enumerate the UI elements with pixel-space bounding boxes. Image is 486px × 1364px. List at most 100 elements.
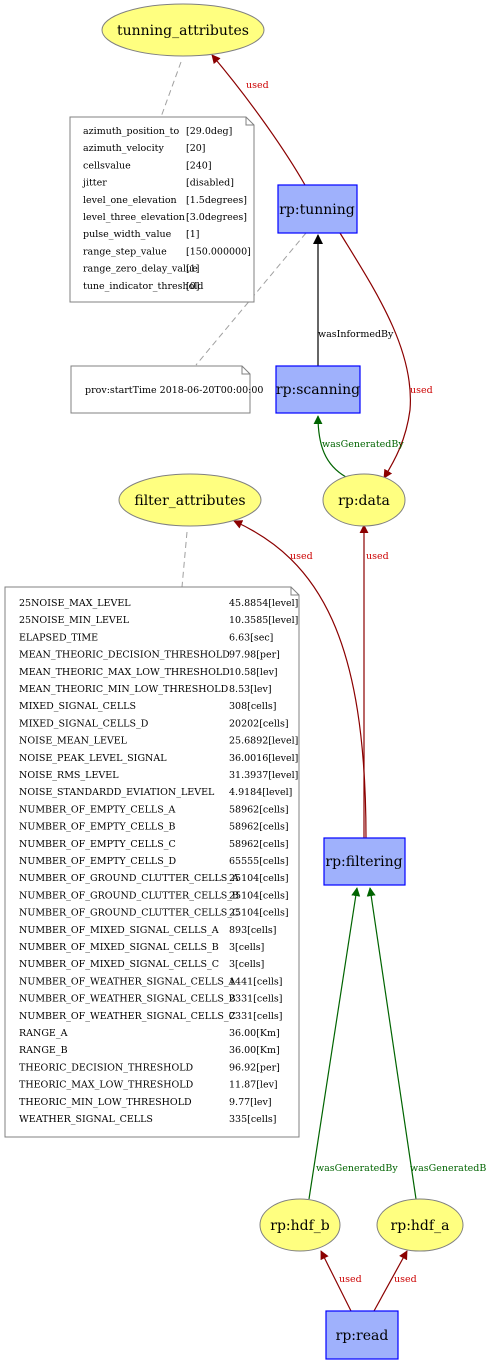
filter-attribute-key: RANGE_A [19, 1028, 68, 1039]
edge-label-used: used [410, 385, 433, 396]
filter-attribute-key: WEATHER_SIGNAL_CELLS [19, 1114, 153, 1125]
filter-attribute-value: 65555[cells] [229, 856, 289, 867]
tunning-attribute-value: [disabled] [186, 178, 234, 189]
filter-attribute-key: NUMBER_OF_MIXED_SIGNAL_CELLS_C [19, 959, 219, 970]
filter-attribute-key: THEORIC_MIN_LOW_THRESHOLD [19, 1097, 192, 1108]
filter-attribute-key: MEAN_THEORIC_MAX_LOW_THRESHOLD [19, 667, 230, 678]
entity-label: rp:hdf_a [391, 1218, 450, 1234]
tunning-attribute-key: pulse_width_value [83, 229, 172, 240]
entity-rp-data: rp:data [322, 473, 406, 527]
filter-attribute-key: NUMBER_OF_EMPTY_CELLS_D [19, 856, 176, 867]
activity-rp-read: rp:read [325, 1310, 399, 1360]
edge-hdf-a-generated-by-filtering [366, 887, 417, 1200]
filter-attribute-value: 36.00[Km] [229, 1028, 280, 1039]
filter-attribute-value: 335[cells] [229, 1114, 276, 1125]
filter-attribute-key: THEORIC_MAX_LOW_THRESHOLD [19, 1080, 194, 1091]
edge-tunning-used-data [339, 232, 412, 479]
filter-attribute-value: 308[cells] [229, 701, 276, 712]
filter-attribute-value: 58962[cells] [229, 822, 289, 833]
tunning-attribute-key: tune_indicator_threshold [83, 281, 203, 292]
filter-attribute-value: 36.0016[level] [229, 753, 298, 764]
entity-rp-hdf-a: rp:hdf_a [376, 1198, 464, 1252]
filter-attribute-key: NUMBER_OF_WEATHER_SIGNAL_CELLS_B [19, 994, 236, 1005]
filter-attribute-value: 9.77[lev] [229, 1097, 272, 1108]
activity-label: rp:read [336, 1328, 389, 1344]
entity-tunning-attributes: tunning_attributes [101, 3, 265, 57]
tunning-attribute-key: azimuth_velocity [83, 143, 164, 154]
filter-attribute-value: 45.8854[level] [229, 598, 298, 609]
entity-label: tunning_attributes [117, 23, 249, 39]
edge-read-used-hdf-a [373, 1250, 408, 1312]
start-time-text: prov:startTime 2018-06-20T00:00:00 [85, 385, 263, 396]
entity-label: rp:data [338, 493, 390, 509]
tunning-attributes-note-connector [160, 61, 182, 118]
filter-attribute-key: NOISE_RMS_LEVEL [19, 770, 119, 781]
filter-attribute-key: NUMBER_OF_EMPTY_CELLS_B [19, 822, 175, 833]
filter-attribute-key: NOISE_STANDARDD_EVIATION_LEVEL [19, 787, 215, 798]
edge-read-used-hdf-b [320, 1250, 352, 1312]
filter-attribute-key: NOISE_PEAK_LEVEL_SIGNAL [19, 753, 167, 764]
tunning-attribute-value: [29.0deg] [186, 126, 232, 137]
tunning-attribute-value: [0] [186, 281, 199, 292]
filter-attribute-value: 25104[cells] [229, 908, 289, 919]
filter-attribute-key: NUMBER_OF_EMPTY_CELLS_C [19, 839, 176, 850]
edge-tunning-used-tunning-attributes [211, 54, 306, 186]
filter-attribute-value: 96.92[per] [229, 1062, 280, 1073]
filter-attribute-value: 6.63[sec] [229, 632, 273, 643]
filter-attribute-value: 4.9184[level] [229, 787, 292, 798]
activity-label: rp:filtering [325, 854, 402, 870]
filter-attribute-value: 36.00[Km] [229, 1045, 280, 1056]
tunning-attribute-key: level_one_elevation [83, 195, 177, 206]
tunning-attribute-key: range_zero_delay_value [83, 264, 198, 275]
filter-attribute-value: 2331[cells] [229, 994, 282, 1005]
filter-attribute-key: RANGE_B [19, 1045, 68, 1056]
filter-attribute-value: 3[cells] [229, 959, 264, 970]
edge-label-was-generated-by: wasGeneratedBy [322, 439, 404, 450]
filter-attribute-key: MEAN_THEORIC_DECISION_THRESHOLD [19, 650, 230, 661]
filter-attribute-value: 8.53[lev] [229, 684, 272, 695]
edge-label-used: used [339, 1274, 362, 1285]
tunning-attribute-key: range_step_value [83, 246, 167, 257]
tunning-attribute-key: azimuth_position_to [83, 126, 179, 137]
filter-attribute-value: 20202[cells] [229, 718, 289, 729]
filter-attribute-value: 1441[cells] [229, 976, 282, 987]
filter-attribute-value: 11.87[lev] [229, 1080, 278, 1091]
edge-label-was-generated-by: wasGeneratedBy [410, 1163, 486, 1174]
filter-attribute-key: MEAN_THEORIC_MIN_LOW_THRESHOLD [19, 684, 229, 695]
filter-attribute-value: 31.3937[level] [229, 770, 298, 781]
activity-rp-tunning: rp:tunning [277, 184, 358, 234]
entity-label: rp:hdf_b [270, 1218, 330, 1234]
activity-rp-filtering: rp:filtering [323, 837, 406, 886]
tunning-attribute-value: [240] [186, 160, 212, 171]
filter-attributes-note-connector [181, 531, 188, 588]
edge-label-used: used [290, 551, 313, 562]
entity-filter-attributes: filter_attributes [118, 473, 262, 527]
activity-label: rp:tunning [279, 202, 355, 218]
filter-attribute-key: NUMBER_OF_WEATHER_SIGNAL_CELLS_C [19, 1011, 236, 1022]
filter-attribute-value: 10.3585[level] [229, 615, 298, 626]
tunning-attributes-note: azimuth_position_to [29.0deg] azimuth_velo… [69, 116, 255, 303]
filter-attribute-key: NUMBER_OF_MIXED_SIGNAL_CELLS_B [19, 942, 219, 953]
filter-attributes-note: 25NOISE_MAX_LEVEL 45.8854[level] 25NOISE_M… [4, 586, 300, 1138]
filter-attribute-key: NUMBER_OF_GROUND_CLUTTER_CELLS_B [19, 890, 239, 901]
start-time-note: prov:startTime 2018-06-20T00:00:00 [70, 365, 263, 414]
filter-attribute-key: 25NOISE_MIN_LEVEL [19, 615, 130, 626]
entity-label: filter_attributes [134, 493, 245, 509]
tunning-attribute-value: [1.5degrees] [186, 195, 247, 206]
edge-label-used: used [394, 1274, 417, 1285]
filter-attribute-value: 58962[cells] [229, 804, 289, 815]
edge-label-used: used [246, 80, 269, 91]
filter-attribute-key: 25NOISE_MAX_LEVEL [19, 598, 131, 609]
filter-attribute-value: 2331[cells] [229, 1011, 282, 1022]
filter-attribute-value: 25104[cells] [229, 890, 289, 901]
filter-attribute-key: ELAPSED_TIME [19, 632, 98, 643]
edge-label-was-informed-by: wasInformedBy [318, 329, 394, 340]
edge-label-was-generated-by: wasGeneratedBy [316, 1163, 398, 1174]
edge-hdf-b-generated-by-filtering [308, 887, 361, 1200]
filter-attribute-value: 97.98[per] [229, 650, 280, 661]
filter-attribute-key: NOISE_MEAN_LEVEL [19, 736, 128, 747]
tunning-attribute-value: [1] [186, 229, 199, 240]
filter-attribute-key: NUMBER_OF_WEATHER_SIGNAL_CELLS_A [19, 976, 236, 987]
activity-rp-scanning: rp:scanning [275, 365, 361, 414]
